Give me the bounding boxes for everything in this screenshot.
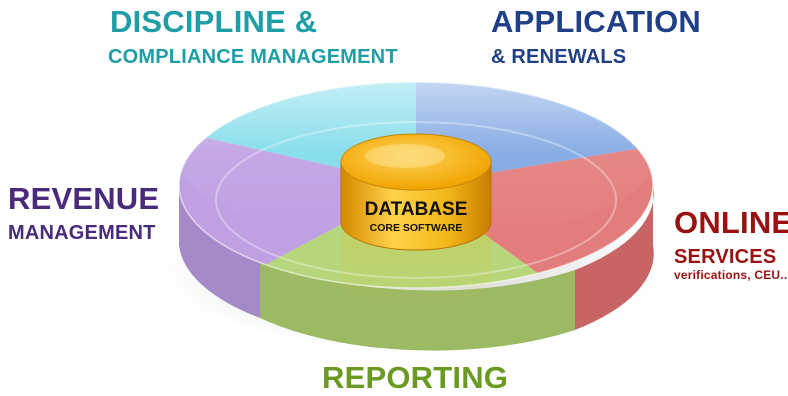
label-revenue-title: REVENUE (8, 181, 160, 216)
label-application-subtitle: & RENEWALS (491, 46, 627, 68)
database-cylinder: DATABASE CORE SOFTWARE (340, 133, 492, 251)
database-subtitle: CORE SOFTWARE (370, 222, 463, 234)
label-online-title: ONLINE (674, 205, 788, 240)
label-reporting-title: REPORTING (322, 360, 509, 395)
database-title: DATABASE (365, 199, 468, 220)
database-reflection (341, 232, 491, 308)
side-online (575, 185, 654, 330)
label-revenue-subtitle: MANAGEMENT (8, 222, 156, 244)
label-online-subtitle: SERVICES (674, 246, 777, 268)
label-online-detail: verifications, CEU... (674, 268, 788, 282)
label-application-title: APPLICATION (491, 4, 702, 39)
label-discipline-title: DISCIPLINE & (110, 4, 318, 39)
label-discipline-subtitle: COMPLIANCE MANAGEMENT (108, 46, 398, 68)
side-revenue (179, 185, 260, 318)
